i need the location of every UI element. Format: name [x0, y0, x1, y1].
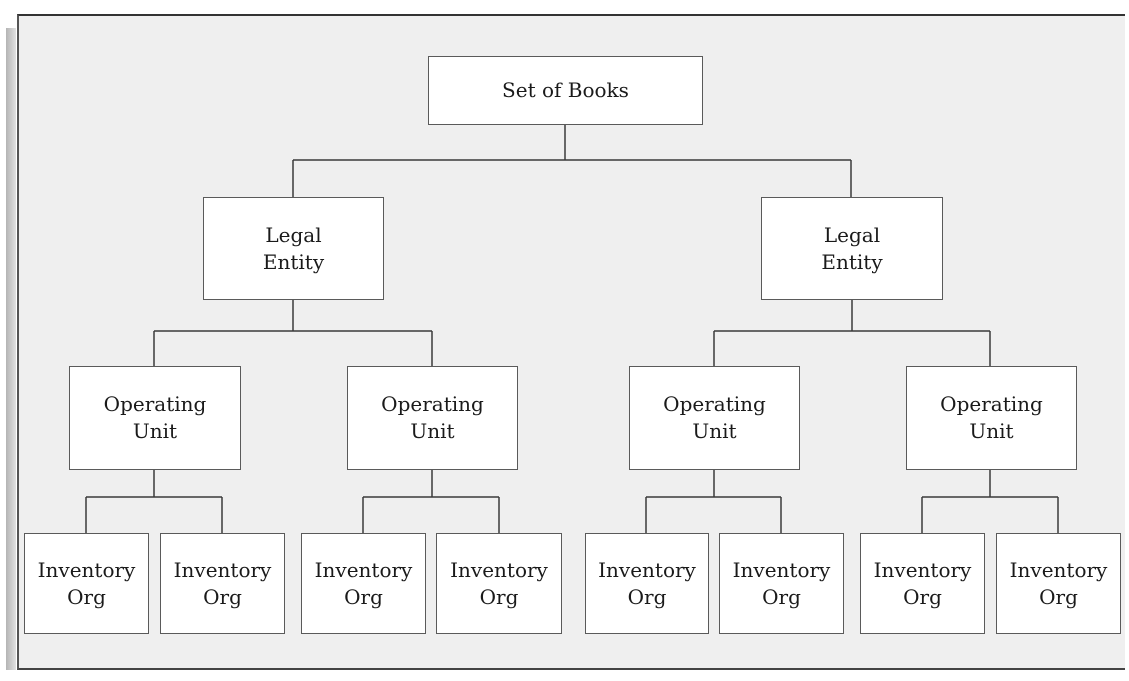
inventory-org-node-8: Inventory Org	[996, 533, 1121, 634]
legal-entity-node-1: Legal Entity	[203, 197, 384, 300]
legal-entity-node-2: Legal Entity	[761, 197, 943, 300]
node-label: Operating Unit	[940, 392, 1043, 443]
inventory-org-node-2: Inventory Org	[160, 533, 285, 634]
node-label: Inventory Org	[314, 557, 413, 609]
node-label: Legal Entity	[262, 222, 325, 274]
node-label: Inventory Org	[732, 557, 831, 609]
inventory-org-node-4: Inventory Org	[436, 533, 562, 634]
operating-unit-node-4: Operating Unit	[906, 366, 1077, 470]
node-label: Inventory Org	[1009, 557, 1108, 609]
node-label: Inventory Org	[598, 557, 696, 609]
inventory-org-node-1: Inventory Org	[24, 533, 149, 634]
inventory-org-node-6: Inventory Org	[719, 533, 844, 634]
frame-shadow	[6, 28, 16, 670]
operating-unit-node-2: Operating Unit	[347, 366, 518, 470]
set-of-books-node: Set of Books	[428, 56, 703, 125]
node-label: Operating Unit	[103, 392, 207, 443]
inventory-org-node-3: Inventory Org	[301, 533, 426, 634]
node-label: Legal Entity	[821, 222, 883, 274]
node-label: Operating Unit	[381, 392, 484, 443]
operating-unit-node-3: Operating Unit	[629, 366, 800, 470]
node-label: Operating Unit	[663, 392, 766, 443]
operating-unit-node-1: Operating Unit	[69, 366, 241, 470]
node-label: Inventory Org	[450, 557, 548, 609]
node-label: Inventory Org	[37, 557, 136, 609]
node-label: Inventory Org	[873, 557, 972, 609]
inventory-org-node-7: Inventory Org	[860, 533, 985, 634]
node-label: Set of Books	[502, 78, 629, 102]
inventory-org-node-5: Inventory Org	[585, 533, 709, 634]
node-label: Inventory Org	[173, 557, 272, 609]
